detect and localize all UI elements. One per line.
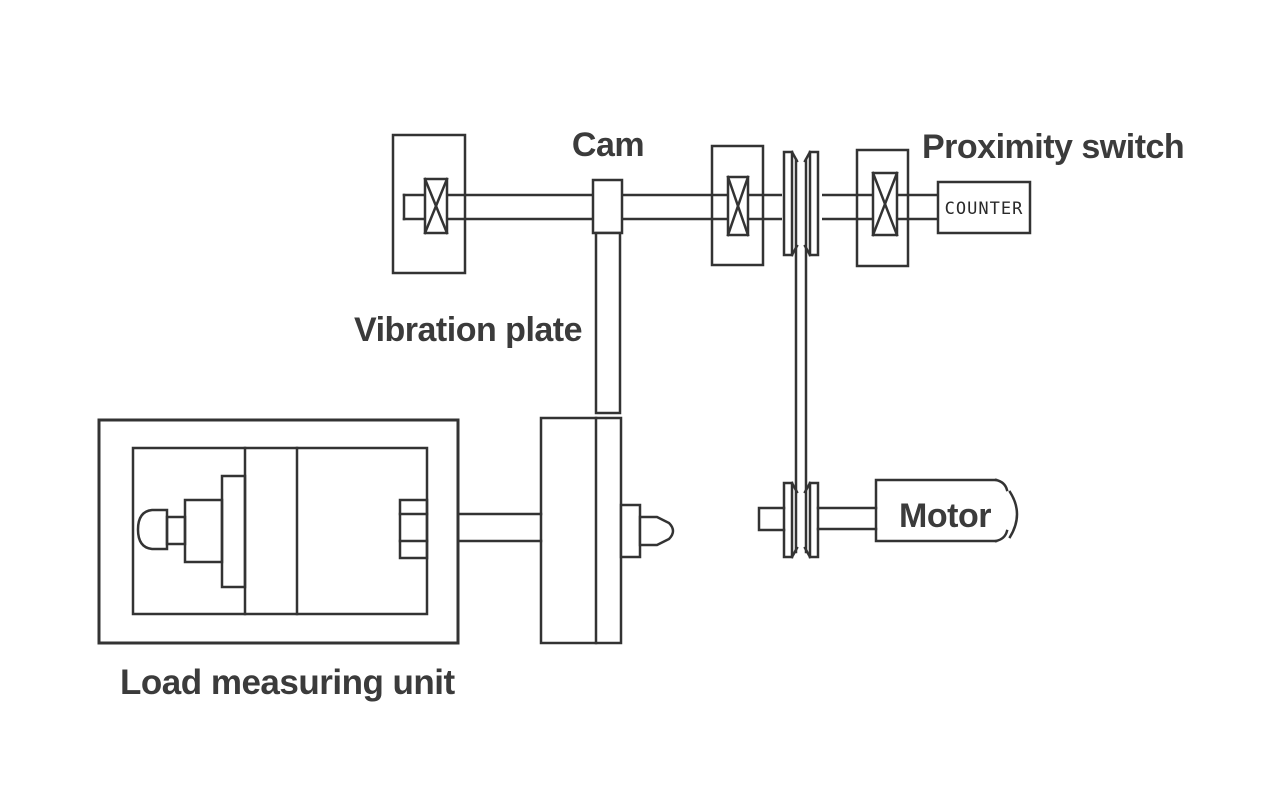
shaft-pulley xyxy=(782,150,822,257)
probe-step-small xyxy=(183,498,224,564)
cam-follower-rod xyxy=(594,231,622,415)
bearing-housing-right xyxy=(855,148,910,268)
bearing-housing-middle xyxy=(710,144,765,267)
vibration-plate-block xyxy=(539,416,675,645)
belt xyxy=(794,158,808,554)
load-cell-probe xyxy=(136,474,247,589)
cam-assembly xyxy=(591,178,624,415)
anvil-block xyxy=(619,503,642,559)
cam-label: Cam xyxy=(572,126,644,164)
vibration-plate-label: Vibration plate xyxy=(354,311,582,349)
bearing-housing-left xyxy=(391,133,467,275)
counter-box: COUNTER xyxy=(936,180,1032,235)
proximity-switch-label: Proximity switch xyxy=(922,128,1184,166)
load-unit-inner-housing xyxy=(131,446,429,616)
output-coupling xyxy=(398,498,429,560)
cam-shape xyxy=(591,178,624,235)
bearing-symbol-right xyxy=(871,171,899,237)
probe-step-large xyxy=(220,474,247,589)
motor-end-arc xyxy=(1008,490,1019,539)
motor-body xyxy=(874,478,998,543)
load-measuring-unit xyxy=(97,418,460,645)
motor xyxy=(816,478,1019,543)
motor-pulley xyxy=(757,481,820,559)
load-measuring-unit-label: Load measuring unit xyxy=(120,663,456,702)
bearing-symbol-middle xyxy=(726,175,750,237)
load-unit-outer-housing xyxy=(97,418,460,645)
motor-pulley-stub xyxy=(757,506,786,532)
probe-dome xyxy=(136,508,169,551)
bearing-symbol-left xyxy=(423,177,449,235)
counter-label: COUNTER xyxy=(945,199,1024,219)
load-unit-shaft xyxy=(456,512,543,543)
drive-shaft xyxy=(402,193,940,221)
probe-rod xyxy=(165,515,187,546)
impact-tip xyxy=(638,515,675,547)
motor-label: Motor xyxy=(899,497,991,535)
